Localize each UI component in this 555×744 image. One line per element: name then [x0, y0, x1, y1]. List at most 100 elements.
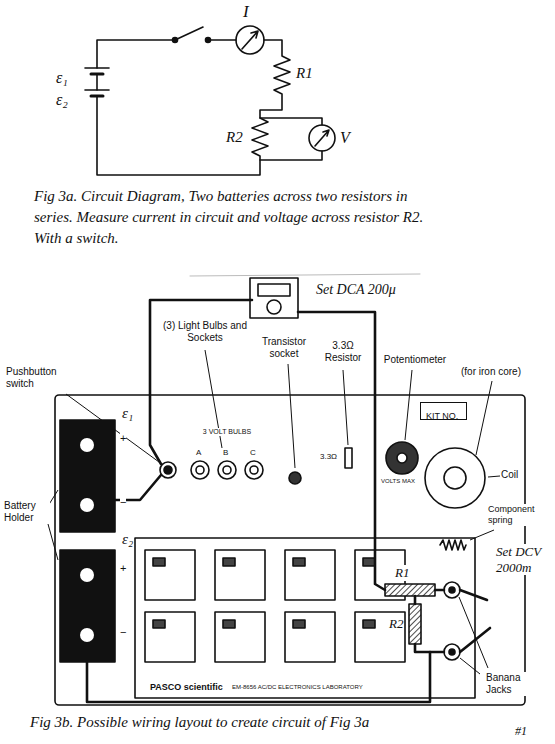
spring-terminal: [145, 612, 195, 662]
leader-line: [488, 476, 500, 477]
banana-jack: [444, 582, 460, 598]
board-print: VOLTS MAX: [381, 478, 415, 485]
leader-line: [470, 530, 494, 540]
potentiometer: [386, 442, 418, 474]
spring-terminal: [285, 550, 335, 600]
wire: [87, 652, 430, 702]
resistor-label: R1: [395, 565, 409, 581]
caption: Fig 3b. Possible wiring layout to create…: [30, 712, 500, 733]
current-label: I: [243, 2, 249, 22]
wire: [260, 151, 322, 160]
part-label: Banana Jacks: [486, 672, 536, 696]
battery-plate: [85, 67, 109, 69]
part-label: (3) Light Bulbs and Sockets: [160, 320, 250, 344]
resistor-label: R2: [226, 128, 243, 146]
resistor-3-3: [345, 448, 352, 468]
polarity-mark: +: [120, 432, 126, 445]
wire: [415, 596, 444, 652]
leader-line: [459, 597, 488, 668]
pushbutton-switch: [160, 462, 176, 478]
battery-hole: [80, 568, 94, 582]
meter-setting: Set DCA 200μ: [316, 282, 396, 299]
resistor-r1: [385, 584, 435, 596]
kit-number-box: KIT NO.: [420, 402, 467, 420]
resistor-label: R2: [389, 616, 403, 632]
bulb-socket: [250, 466, 258, 474]
component-spring: [440, 540, 466, 550]
part-label: Coil: [501, 469, 518, 481]
board-brand: PASCO scientific: [150, 682, 223, 693]
ammeter: [250, 278, 298, 318]
part-label: Pushbutton switch: [6, 366, 66, 390]
coil-core: [444, 467, 466, 489]
part-label: Battery Holder: [4, 500, 50, 524]
battery-hole: [80, 628, 94, 642]
wire: [96, 74, 98, 90]
leader-line: [66, 394, 159, 462]
page-number: #1: [515, 724, 527, 738]
wire: [260, 118, 322, 125]
ammeter-symbol: [236, 26, 264, 54]
separator: [190, 274, 420, 276]
spring-terminal: [215, 550, 265, 600]
leader-line: [405, 370, 412, 440]
battery-holder: [60, 550, 115, 662]
meter-display: [258, 284, 290, 296]
caption: Fig 3a. Circuit Diagram, Two batteries a…: [34, 186, 444, 249]
leader-line: [460, 658, 480, 674]
spring-terminals: [145, 550, 405, 662]
board-print: 3.3Ω: [320, 452, 337, 462]
polarity-mark: −: [120, 626, 126, 639]
potentiometer-knob: [397, 453, 407, 463]
bulb-socket: [245, 461, 263, 479]
emf-label: ε₂: [56, 90, 68, 109]
wire: [435, 589, 444, 592]
board-print: C: [250, 448, 256, 458]
wire: [208, 39, 236, 41]
banana-jack: [444, 644, 460, 660]
box-text: KIT NO.: [426, 411, 458, 421]
wire: [460, 628, 490, 652]
leader-line: [288, 364, 295, 468]
board-print: A: [196, 448, 201, 458]
part-label: Transistor socket: [255, 336, 313, 360]
bulb-socket: [191, 461, 209, 479]
board-print: EM-8656 AC/DC ELECTRONICS LABORATORY: [232, 684, 363, 691]
polarity-mark: −: [120, 496, 126, 509]
pushbutton-switch: [164, 466, 172, 474]
wire: [460, 590, 487, 600]
battery-holder: [60, 420, 115, 532]
transistor-socket: [289, 472, 301, 484]
spring-panel: [135, 538, 475, 698]
part-label: (for iron core): [452, 366, 530, 378]
leader-line: [476, 381, 492, 455]
battery-hole: [80, 498, 94, 512]
leader-line: [343, 370, 348, 445]
coil: [425, 448, 485, 508]
part-label: Component spring: [488, 504, 544, 526]
lab-board: [55, 395, 525, 705]
board-print: B: [223, 448, 228, 458]
wire: [97, 40, 175, 68]
polarity-mark: +: [120, 562, 126, 575]
banana-jack: [449, 587, 455, 593]
emf-label: ε₁: [122, 404, 133, 422]
spring-terminal: [145, 550, 195, 600]
banana-jack: [449, 649, 455, 655]
bulb-socket: [218, 461, 236, 479]
resistor-label: R1: [296, 64, 313, 82]
bulb-socket: [223, 466, 231, 474]
spring-terminal: [355, 612, 405, 662]
wire: [150, 300, 252, 464]
spring-terminal: [215, 612, 265, 662]
battery-hole: [80, 438, 94, 452]
board-print: 3 VOLT BULBS: [187, 428, 267, 436]
emf-label: ε₂: [122, 530, 133, 548]
voltmeter-symbol: [309, 125, 335, 151]
emf-label: ε₁: [56, 68, 68, 87]
switch-blade: [175, 27, 203, 40]
resistor-symbol: [97, 40, 290, 175]
spring-terminal: [285, 612, 335, 662]
meter-arrow: [242, 31, 258, 49]
leader-line: [48, 524, 58, 560]
